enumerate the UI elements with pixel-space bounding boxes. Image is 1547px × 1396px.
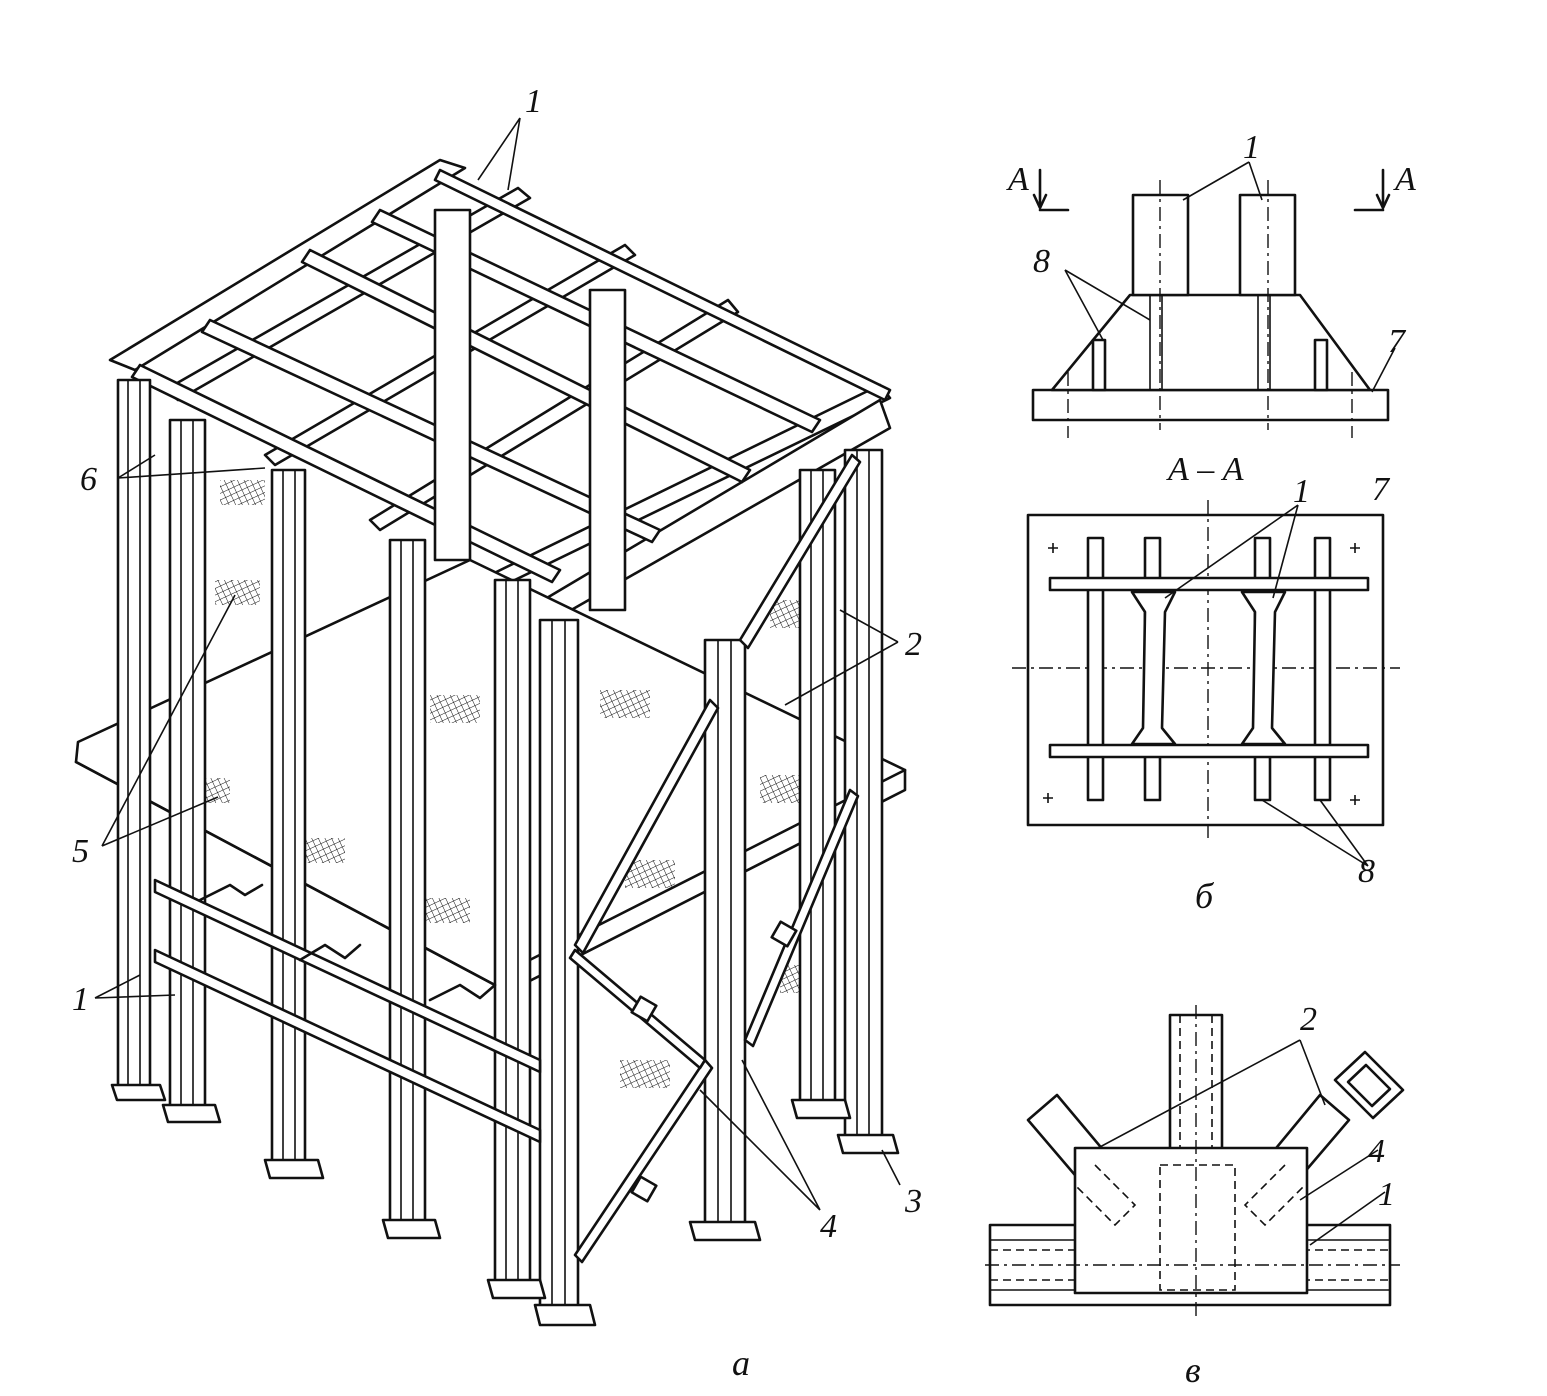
callout-b-8-elev: 8 <box>1033 243 1050 280</box>
callout-b-8-plan: 8 <box>1358 853 1375 890</box>
callout-b-7-elev: 7 <box>1388 323 1407 360</box>
callout-2: 2 <box>905 626 922 663</box>
cross-braces <box>568 453 862 1264</box>
base-plates <box>110 1083 900 1327</box>
callout-v-4: 4 <box>1368 1133 1385 1170</box>
roof-cross-beams <box>130 168 892 584</box>
callout-1-bottom: 1 <box>72 981 89 1018</box>
columns <box>116 208 884 1312</box>
callout-b-7-plan: 7 <box>1372 471 1391 508</box>
panel-a-isometric-frame: 1 6 2 5 1 4 3 а <box>72 83 922 1383</box>
callout-b-1-plan: 1 <box>1293 473 1310 510</box>
lower-ties <box>153 878 542 1144</box>
callout-5: 5 <box>72 833 89 870</box>
callout-b-1-elev: 1 <box>1243 129 1260 166</box>
section-mark-right: А <box>1393 161 1416 198</box>
callout-4: 4 <box>820 1208 837 1245</box>
base-plan-section <box>1012 500 1400 867</box>
panel-b-base-detail: А А 1 8 7 А – А 1 7 8 б <box>1006 129 1416 916</box>
callout-3: 3 <box>904 1183 922 1220</box>
panel-v-brace-node: 2 4 1 в <box>985 1001 1405 1390</box>
leader-lines-a <box>94 117 901 1211</box>
callout-v-2: 2 <box>1300 1001 1317 1038</box>
section-mark-left: А <box>1006 161 1029 198</box>
base-elevation <box>1031 161 1396 438</box>
panel-a-caption: а <box>732 1343 750 1383</box>
callout-v-1: 1 <box>1378 1176 1395 1213</box>
panel-b-caption: б <box>1195 876 1215 916</box>
panel-v-caption: в <box>1185 1350 1201 1390</box>
section-title: А – А <box>1166 451 1244 488</box>
callout-1-top: 1 <box>525 83 542 120</box>
callout-6: 6 <box>80 461 97 498</box>
